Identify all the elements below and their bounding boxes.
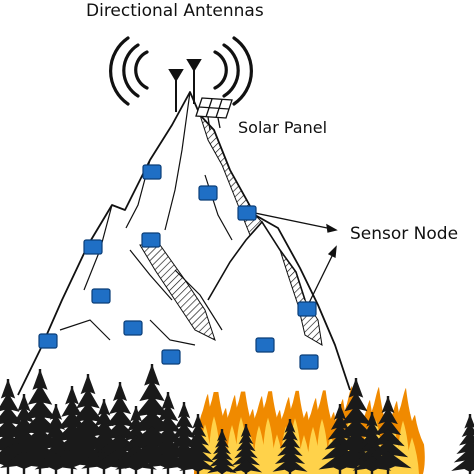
forest (0, 364, 474, 474)
sensor-node-icon (161, 349, 181, 365)
tree-icon (207, 429, 237, 474)
mountain-shadow-left (139, 244, 216, 341)
solar-panel-icon (195, 97, 233, 131)
sensor-nodes (38, 164, 319, 370)
sensor-node-icon (91, 288, 111, 304)
sensor-node-icon (297, 301, 317, 317)
antenna-icon (168, 59, 202, 112)
solar-panel-label: Solar Panel (238, 118, 328, 137)
sensor-node-icon (83, 239, 103, 255)
sensor-node-icon (123, 320, 143, 336)
mountain (17, 91, 351, 396)
sensor-label-arrows (249, 211, 338, 304)
flame-icon (316, 418, 329, 474)
flame-icon (406, 437, 419, 474)
sensor-node-icon (141, 232, 161, 248)
tree-icon (9, 369, 71, 474)
mountain-shadow-right (199, 114, 263, 236)
sensor-node-icon (38, 333, 58, 349)
tree-icon (229, 424, 263, 474)
mountain-shadow-base (279, 249, 323, 346)
tree-icon (179, 414, 217, 474)
sensor-node-icon (142, 164, 162, 180)
antennas-label: Directional Antennas (86, 1, 264, 21)
sensor-node-icon (299, 354, 319, 370)
signal-wave-icon (109, 36, 253, 106)
flame-icon (262, 417, 275, 474)
sensor-node-icon (237, 205, 257, 221)
sensor-node-icon (198, 185, 218, 201)
tree-icon (92, 382, 148, 474)
sensor-node-icon (255, 337, 275, 353)
tree-icon (364, 396, 412, 474)
tree-icon (272, 419, 308, 474)
sensor-node-label: Sensor Node (350, 224, 459, 244)
tree-icon (451, 414, 474, 474)
